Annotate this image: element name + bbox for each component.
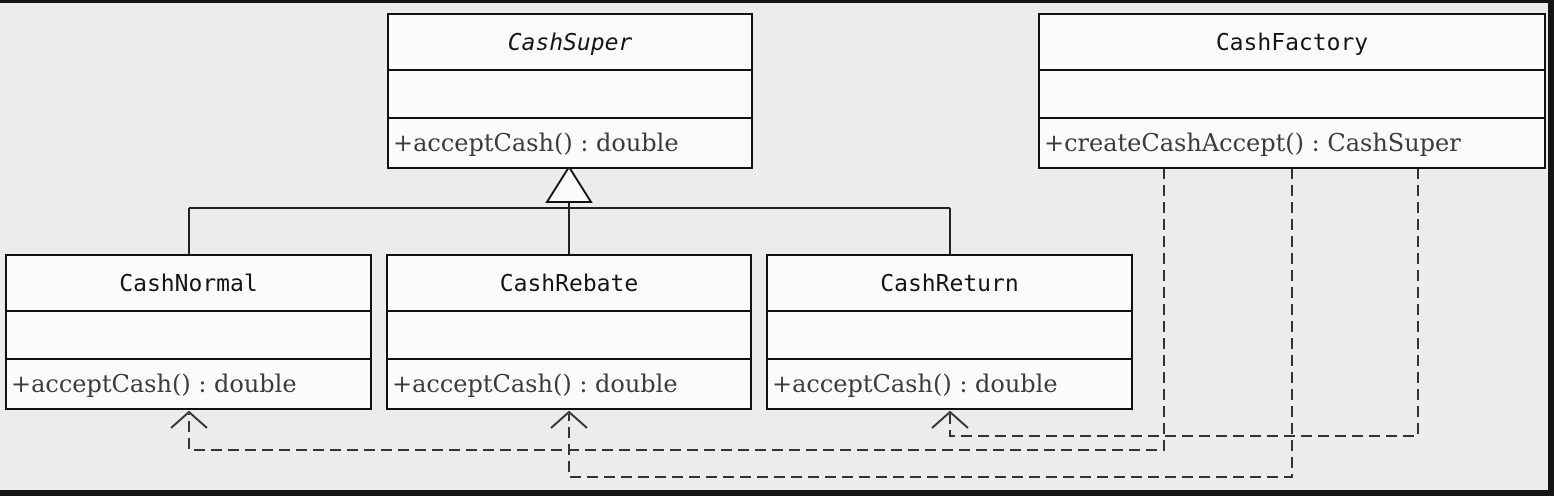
operation: +acceptCash() : double [772, 370, 1058, 398]
dependency-arrowheads [170, 410, 969, 429]
dependency-arrowhead-cashnormal [170, 410, 208, 429]
class-name: CashReturn [768, 256, 1131, 312]
attributes-compartment [388, 312, 750, 360]
class-name: CashRebate [388, 256, 750, 312]
dependency-arrowhead-cashrebate [550, 410, 588, 429]
inheritance-arrowhead [545, 165, 593, 203]
class-box-cashnormal[interactable]: CashNormal +acceptCash() : double [5, 254, 372, 410]
attributes-compartment [389, 71, 751, 119]
attributes-compartment [7, 312, 370, 360]
class-box-cashfactory[interactable]: CashFactory +createCashAccept() : CashSu… [1038, 13, 1546, 169]
class-name: CashFactory [1040, 15, 1544, 71]
operation: +createCashAccept() : CashSuper [1044, 129, 1461, 157]
operation: +acceptCash() : double [393, 129, 679, 157]
operation: +acceptCash() : double [11, 370, 297, 398]
dependency-arrowhead-cashreturn [931, 410, 969, 429]
class-box-cashsuper[interactable]: CashSuper +acceptCash() : double [387, 13, 753, 169]
class-name: CashSuper [389, 15, 751, 71]
class-box-cashreturn[interactable]: CashReturn +acceptCash() : double [766, 254, 1133, 410]
generalization-lines [188, 165, 951, 255]
dependency-line-cashrebate [568, 168, 1293, 478]
class-name: CashNormal [7, 256, 370, 312]
dependency-line-cashnormal [188, 168, 1165, 451]
frame-top-border [0, 0, 1554, 3]
dependency-line-cashreturn [949, 168, 1419, 437]
frame-right-border [1548, 0, 1554, 496]
attributes-compartment [1040, 71, 1544, 119]
attributes-compartment [768, 312, 1131, 360]
class-box-cashrebate[interactable]: CashRebate +acceptCash() : double [386, 254, 752, 410]
operation: +acceptCash() : double [392, 370, 678, 398]
frame-bottom-border [0, 490, 1554, 496]
dependency-lines [188, 168, 1419, 478]
